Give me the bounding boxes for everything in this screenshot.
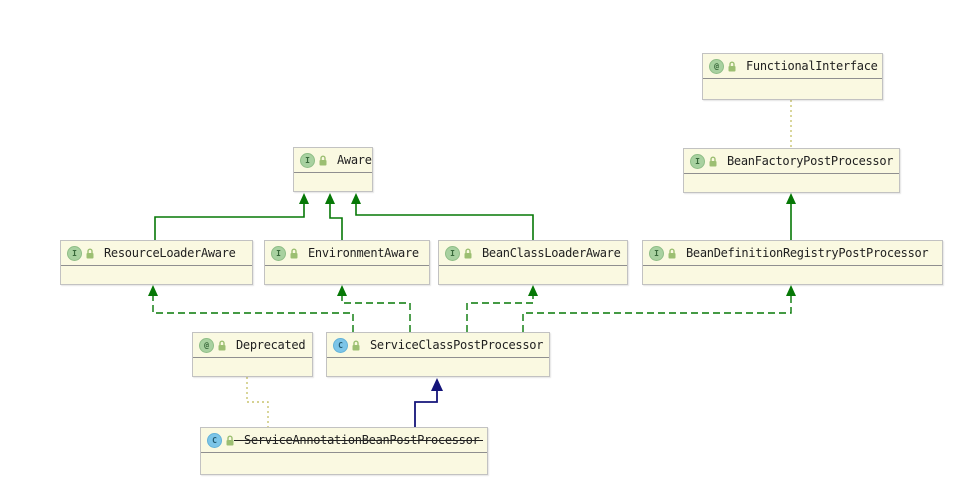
node-aware[interactable]: I Aware	[293, 147, 373, 192]
node-header[interactable]: I ResourceLoaderAware	[61, 241, 252, 266]
node-deprecated[interactable]: @ Deprecated	[192, 332, 313, 377]
annotation-icon: @	[709, 58, 724, 74]
node-functional-interface[interactable]: @ FunctionalInterface	[702, 53, 883, 100]
node-body	[703, 79, 882, 124]
node-label: BeanFactoryPostProcessor	[727, 154, 894, 168]
node-body	[643, 266, 942, 309]
interface-icon: I	[690, 153, 705, 169]
interface-icon: I	[649, 245, 664, 261]
lock-icon	[86, 248, 94, 258]
node-body	[294, 173, 372, 216]
node-label: Aware	[337, 153, 372, 167]
node-body	[684, 174, 899, 217]
node-header[interactable]: @ Deprecated	[193, 333, 312, 358]
node-service-class-post-processor[interactable]: C ServiceClassPostProcessor	[326, 332, 550, 377]
node-resource-loader-aware[interactable]: I ResourceLoaderAware	[60, 240, 253, 285]
lock-icon	[290, 248, 298, 258]
lock-icon	[319, 155, 327, 165]
node-body	[327, 358, 549, 401]
node-body	[193, 358, 312, 401]
node-label: BeanDefinitionRegistryPostProcessor	[686, 246, 929, 260]
deprecated-strikethrough	[234, 440, 483, 441]
node-label: ServiceClassPostProcessor	[370, 338, 544, 352]
class-icon: C	[333, 337, 348, 353]
node-bean-factory-post-processor[interactable]: I BeanFactoryPostProcessor	[683, 148, 900, 193]
lock-icon	[728, 61, 736, 71]
interface-icon: I	[300, 152, 315, 168]
edge-bean-class-loader-aware-extends-aware	[351, 193, 534, 240]
lock-icon	[218, 340, 226, 350]
node-header[interactable]: I BeanDefinitionRegistryPostProcessor	[643, 241, 942, 266]
node-label: EnvironmentAware	[308, 246, 419, 260]
lock-icon	[709, 156, 717, 166]
node-label: FunctionalInterface	[746, 59, 878, 73]
annotation-icon: @	[199, 337, 214, 353]
node-header[interactable]: I BeanFactoryPostProcessor	[684, 149, 899, 174]
lock-icon	[226, 435, 234, 445]
node-header[interactable]: C ServiceClassPostProcessor	[327, 333, 549, 358]
class-icon: C	[207, 432, 222, 448]
node-body	[265, 266, 429, 309]
lock-icon	[464, 248, 472, 258]
node-label: Deprecated	[236, 338, 306, 352]
node-label: BeanClassLoaderAware	[482, 246, 621, 260]
node-label: ResourceLoaderAware	[104, 246, 236, 260]
lock-icon	[668, 248, 676, 258]
edge-resource-loader-aware-extends-aware	[154, 193, 309, 240]
interface-icon: I	[67, 245, 82, 261]
node-environment-aware[interactable]: I EnvironmentAware	[264, 240, 430, 285]
interface-icon: I	[445, 245, 460, 261]
node-body	[201, 453, 487, 487]
node-header[interactable]: I EnvironmentAware	[265, 241, 429, 266]
node-header[interactable]: @ FunctionalInterface	[703, 54, 882, 79]
lock-icon	[352, 340, 360, 350]
node-header[interactable]: I BeanClassLoaderAware	[439, 241, 627, 266]
node-body	[439, 266, 627, 309]
node-header[interactable]: I Aware	[294, 148, 372, 173]
node-bean-definition-registry-post-processor[interactable]: I BeanDefinitionRegistryPostProcessor	[642, 240, 943, 285]
interface-icon: I	[271, 245, 286, 261]
node-body	[61, 266, 252, 309]
node-bean-class-loader-aware[interactable]: I BeanClassLoaderAware	[438, 240, 628, 285]
